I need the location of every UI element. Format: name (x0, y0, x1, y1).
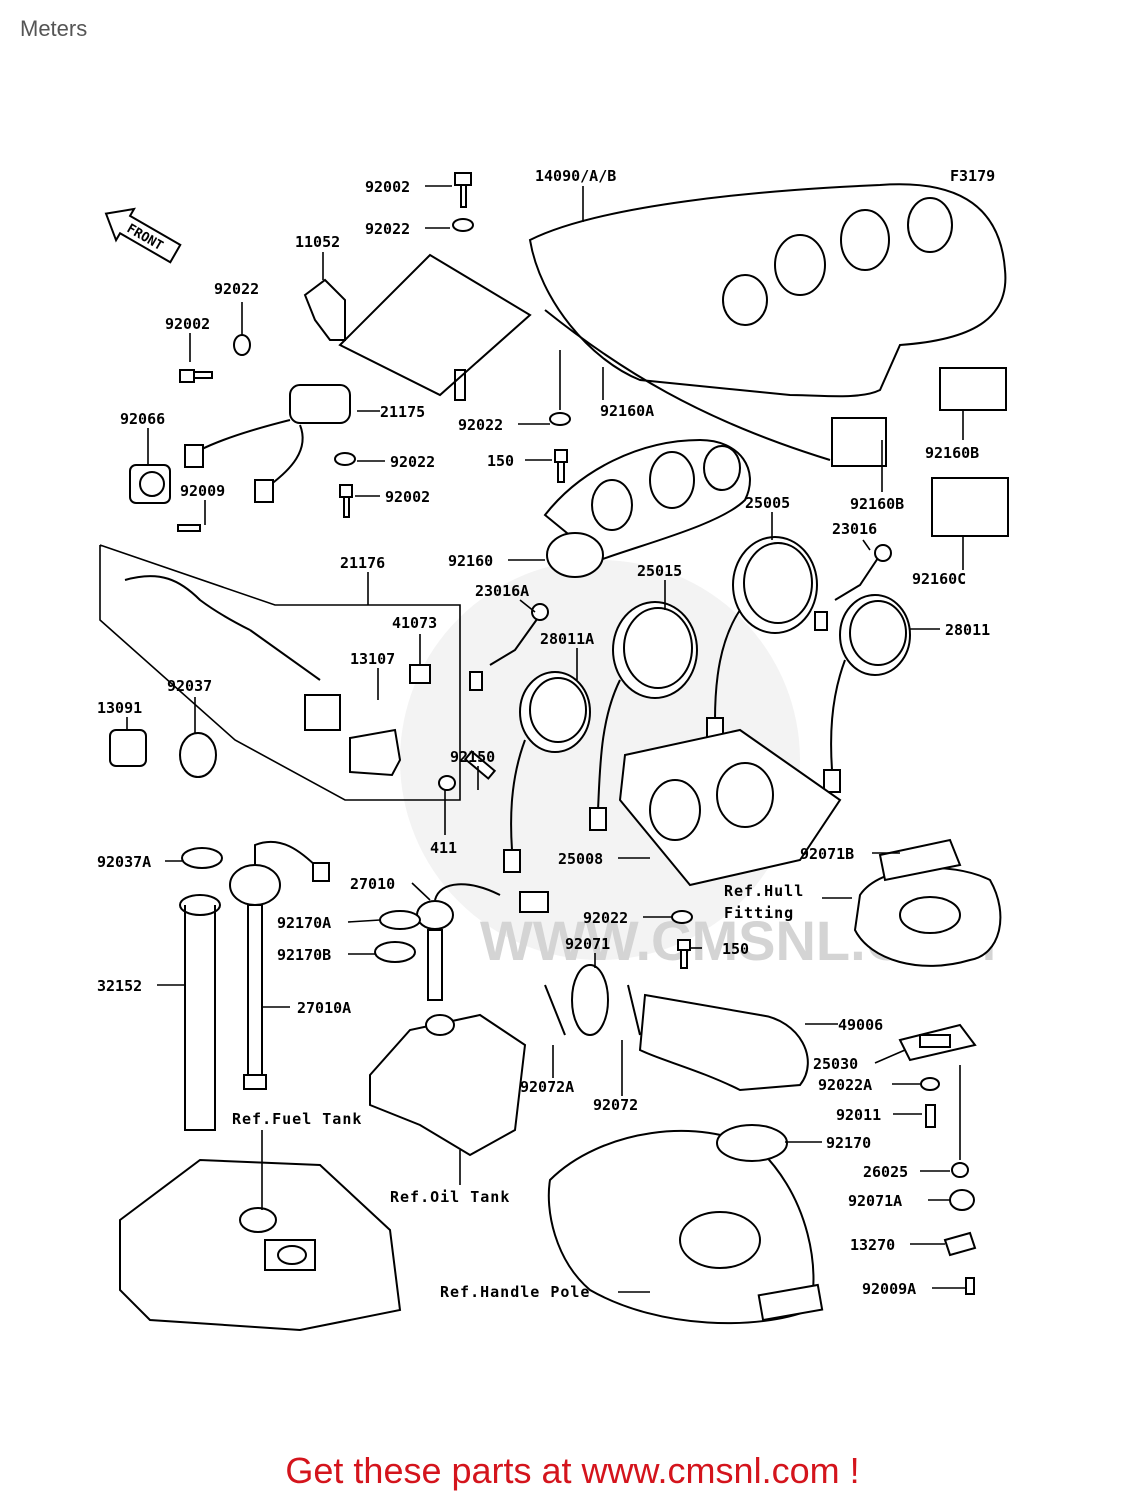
label-92037: 92037 (167, 677, 212, 695)
label-92072: 92072 (593, 1096, 638, 1114)
label-25015: 25015 (637, 562, 682, 580)
label-92071: 92071 (565, 935, 610, 953)
label-92009a: 92009A (862, 1280, 916, 1298)
gauge-25015 (589, 601, 698, 831)
label-92160b-b: 92160B (850, 495, 904, 513)
label-25008: 25008 (558, 850, 603, 868)
label-21175: 21175 (380, 403, 425, 421)
label-92160b: 92160B (925, 444, 979, 462)
footer-banner[interactable]: Get these parts at www.cmsnl.com ! (0, 1450, 1145, 1492)
label-92002-b: 92002 (165, 315, 210, 333)
label-32152: 32152 (97, 977, 142, 995)
label-92022-d: 92022 (458, 416, 503, 434)
label-92037a: 92037A (97, 853, 151, 871)
label-23016: 23016 (832, 520, 877, 538)
label-13107: 13107 (350, 650, 395, 668)
label-92022: 92022 (365, 220, 410, 238)
label-92022a: 92022A (818, 1076, 872, 1094)
figure-code: F3179 (950, 167, 995, 185)
gauge-28011 (823, 594, 911, 793)
label-13270: 13270 (850, 1236, 895, 1254)
label-13091: 13091 (97, 699, 142, 717)
ref-oil-tank: Ref.Oil Tank (390, 1188, 510, 1206)
label-92160: 92160 (448, 552, 493, 570)
ref-hull-fitting-line1: Ref.Hull (724, 882, 804, 900)
ref-fuel-tank: Ref.Fuel Tank (232, 1110, 362, 1128)
label-92160c: 92160C (912, 570, 966, 588)
bolts (177, 172, 693, 969)
label-92071a: 92071A (848, 1192, 902, 1210)
parts-diagram: WWW.CMSNL.COM FRONT F3179 (97, 167, 1009, 1332)
ref-hull-fitting-line2: Fitting (724, 904, 794, 922)
label-92022-b: 92022 (214, 280, 259, 298)
fuel-tank-base (119, 1158, 402, 1332)
label-92009: 92009 (180, 482, 225, 500)
label-21176: 21176 (340, 554, 385, 572)
footer-link[interactable]: Get these parts at www.cmsnl.com ! (285, 1450, 860, 1491)
meter-cover-frame (543, 438, 751, 578)
label-92072a: 92072A (520, 1078, 574, 1096)
part-labels: 92002 92022 14090/A/B 11052 92022 92002 … (97, 167, 990, 1298)
page-title: Meters (20, 16, 88, 41)
label-92002: 92002 (365, 178, 410, 196)
hull-fitting (853, 838, 1002, 967)
handle-pole-base (547, 1124, 824, 1325)
label-49006: 49006 (838, 1016, 883, 1034)
label-92170b: 92170B (277, 946, 331, 964)
label-27010a: 27010A (297, 999, 351, 1017)
label-92066: 92066 (120, 410, 165, 428)
instrument-hood (528, 183, 1007, 461)
pads (831, 367, 1009, 537)
label-92002-c: 92002 (385, 488, 430, 506)
label-92022-e: 92022 (583, 909, 628, 927)
bulbs (469, 544, 892, 691)
label-92170a: 92170A (277, 914, 331, 932)
cap-92066 (129, 464, 171, 504)
label-41073: 41073 (392, 614, 437, 632)
label-150-b: 150 (722, 940, 749, 958)
label-28011: 28011 (945, 621, 990, 639)
label-411: 411 (430, 839, 457, 857)
oil-tank (369, 883, 549, 1157)
hose-parts (544, 964, 809, 1092)
label-14090-a-b: 14090/A/B (535, 167, 616, 185)
label-92011: 92011 (836, 1106, 881, 1124)
meter-bracket (303, 253, 532, 401)
label-92160a: 92160A (600, 402, 654, 420)
label-92150: 92150 (450, 748, 495, 766)
right-parts (898, 1023, 977, 1295)
reference-labels: Ref.Hull Fitting Ref.Fuel Tank Ref.Oil T… (232, 882, 804, 1301)
leader-lines (126, 185, 965, 1293)
harness-21176 (99, 544, 461, 801)
label-23016a: 23016A (475, 582, 529, 600)
label-25005: 25005 (745, 494, 790, 512)
label-92071b: 92071B (800, 845, 854, 863)
label-27010: 27010 (350, 875, 395, 893)
label-92022-c: 92022 (390, 453, 435, 471)
meter-gasket (618, 728, 842, 887)
label-150: 150 (487, 452, 514, 470)
small-parts (109, 729, 223, 869)
gauge-28011A (503, 671, 591, 873)
label-11052: 11052 (295, 233, 340, 251)
label-92170: 92170 (826, 1134, 871, 1152)
front-arrow-icon: FRONT (104, 207, 182, 264)
switch-box (184, 384, 351, 503)
ref-handle-pole: Ref.Handle Pole (440, 1283, 590, 1301)
label-26025: 26025 (863, 1163, 908, 1181)
gauge-25005 (706, 536, 818, 741)
fuel-sender (179, 840, 330, 1131)
label-28011a: 28011A (540, 630, 594, 648)
label-25030: 25030 (813, 1055, 858, 1073)
